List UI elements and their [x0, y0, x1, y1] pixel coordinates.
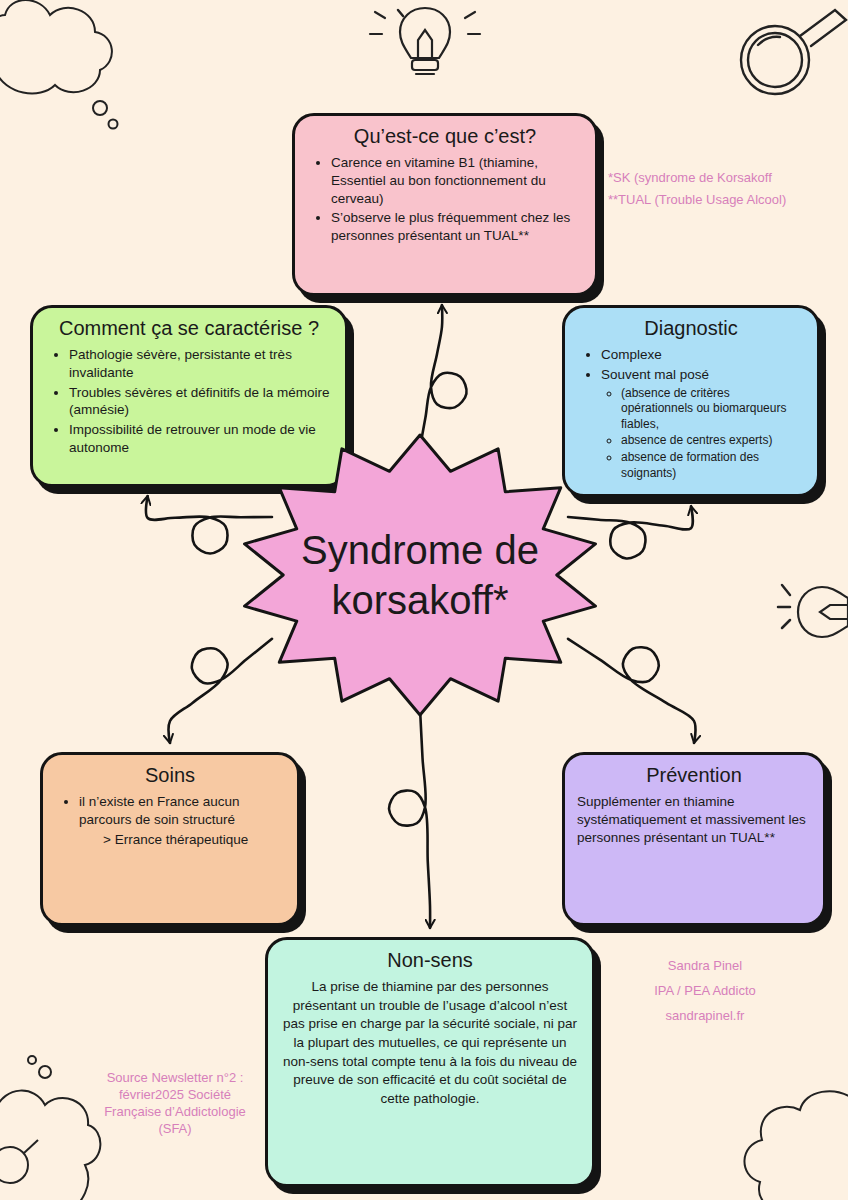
bullet-text: Troubles sévères et définitifs de la mém… [69, 384, 333, 420]
box-heading: Prévention [577, 763, 811, 787]
box-heading: Soins [55, 763, 285, 787]
source-note: Source Newsletter n°2 : février2025 Soci… [95, 1070, 255, 1138]
curly-arrow [420, 305, 467, 447]
box-heading: Non-sens [280, 948, 580, 972]
curly-arrow [389, 708, 430, 928]
central-title: Syndrome de korsakoff* [285, 525, 555, 625]
magnifier-bottom-left [0, 1140, 38, 1183]
body-text: > Errance thérapeutique [103, 831, 285, 849]
star-outline [245, 435, 596, 715]
box-heading: Comment ça se caractérise ? [45, 316, 333, 340]
diagnosis-box: DiagnosticComplexeSouvent mal posé (absen… [562, 305, 820, 497]
bullet-text: (absence de critères opérationnels ou bi… [621, 386, 805, 433]
central-star: Syndrome de korsakoff* [235, 430, 605, 720]
prevention-box: PréventionSupplémenter en thiamine systé… [562, 752, 826, 926]
body-text: La prise de thiamine par des personnes p… [280, 978, 580, 1108]
bullet-text: Carence en vitamine B1 (thiamine, Essent… [331, 154, 583, 207]
bullet-text: Pathologie sévère, persistante et très i… [69, 346, 333, 382]
cloud-top-left [0, 0, 117, 129]
lightbulb-top [370, 8, 480, 74]
lightbulb-right [798, 587, 848, 637]
cloud-bottom-left [0, 1056, 100, 1200]
author-credit: IPA / PEA Addicto [625, 983, 785, 1000]
curly-arrow [169, 639, 272, 743]
box-heading: Qu’est-ce que c’est? [307, 124, 583, 148]
star-shape [235, 430, 605, 720]
bullet-text: Impossibilité de retrouver un mode de vi… [69, 421, 333, 457]
author-credit: sandrapinel.fr [625, 1008, 785, 1025]
bullet-text: S’observe le plus fréquemment chez les p… [331, 209, 583, 245]
footnote-text: **TUAL (Trouble Usage Alcool) [608, 192, 838, 209]
cloud-bottom-right [744, 1091, 848, 1200]
characteristics-box: Comment ça se caractérise ? Pathologie sé… [30, 305, 348, 487]
curly-arrow [568, 639, 696, 743]
magnifier-top-right [741, 10, 846, 94]
bullet-text: Souvent mal posé [601, 366, 805, 384]
care-box: Soins il n’existe en France aucun parcour… [40, 752, 300, 926]
bullet-text: Complexe [601, 346, 805, 364]
bullet-text: absence de centres experts) [621, 433, 805, 449]
footnote-text: *SK (syndrome de Korsakoff [608, 170, 838, 187]
bullet-text: il n’existe en France aucun parcours de … [79, 793, 285, 829]
bullet-text: absence de formation des soignants) [621, 450, 805, 481]
nonsense-box: Non-sens La prise de thiamine par des per… [265, 937, 595, 1187]
body-text: Supplémenter en thiamine systématiquemen… [577, 793, 811, 848]
box-heading: Diagnostic [577, 316, 805, 340]
definition-box: Qu’est-ce que c’est? Carence en vitamine … [292, 113, 598, 296]
author-credit: Sandra Pinel [625, 958, 785, 975]
